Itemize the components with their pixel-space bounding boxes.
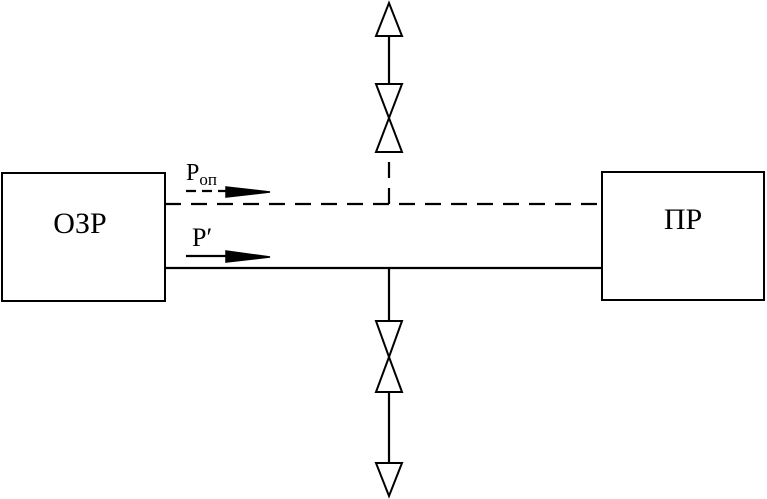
ozr-label: ОЗР	[53, 207, 106, 240]
lower-arrow-head-icon	[225, 250, 271, 263]
upper-branch	[374, 0, 404, 204]
lower-valve-icon	[374, 320, 404, 393]
upper-outlet-triangle-up-icon	[374, 0, 404, 37]
svg-text:Роп: Роп	[186, 160, 217, 189]
ozr-block: ОЗР	[1, 172, 166, 302]
lower-branch	[374, 268, 404, 499]
pr-label: ПР	[664, 203, 702, 236]
upper-flow-label: Роп	[186, 160, 271, 198]
upper-valve-icon	[374, 83, 404, 153]
lower-outlet-triangle-down-icon	[374, 462, 404, 499]
pr-block: ПР	[601, 171, 765, 301]
upper-flow-subscript: оп	[199, 170, 217, 189]
upper-arrow-head-icon	[225, 186, 271, 198]
lower-flow-main: Р′	[192, 223, 212, 252]
upper-flow-main: Р	[186, 160, 199, 186]
lower-flow-label: Р′	[186, 223, 271, 263]
